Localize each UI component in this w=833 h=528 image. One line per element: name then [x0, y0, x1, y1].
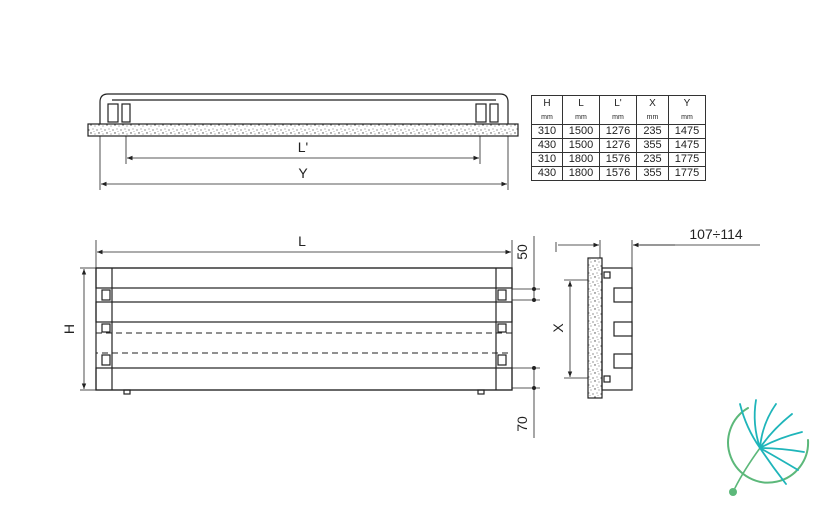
table-cell: 1576 [599, 152, 637, 167]
dim-70-label: 70 [514, 416, 530, 432]
table-cell: 1576 [599, 166, 637, 181]
table-row: 310 1500 1276 235 1475 [531, 124, 706, 139]
table-row: 430 1800 1576 355 1775 [531, 166, 706, 181]
col-lprime-header: L'mm [599, 95, 637, 125]
dim-lprime-label: L' [298, 139, 308, 155]
table-cell: 1775 [668, 152, 706, 167]
front-view [80, 236, 540, 438]
table-cell: 1475 [668, 138, 706, 153]
table-cell: 1475 [668, 124, 706, 139]
radiator-tube-4 [95, 367, 513, 391]
table-cell: 430 [531, 138, 563, 153]
side-wall-section [587, 257, 603, 399]
table-cell: 1800 [562, 166, 600, 181]
table-cell: 1800 [562, 152, 600, 167]
table-cell: 1500 [562, 124, 600, 139]
radiator-tube-hidden [95, 332, 513, 354]
table-cell: 355 [636, 138, 669, 153]
table-cell: 355 [636, 166, 669, 181]
bracket-right [475, 103, 487, 123]
table-cell: 1775 [668, 166, 706, 181]
bracket-left [107, 103, 119, 123]
top-view [87, 93, 519, 190]
table-cell: 1276 [599, 138, 637, 153]
table-cell: 430 [531, 166, 563, 181]
wall-section [87, 123, 519, 137]
table-cell: 310 [531, 152, 563, 167]
table-row: 430 1500 1276 355 1475 [531, 138, 706, 153]
dim-l-label: L [298, 233, 306, 249]
radiator-panel [95, 267, 513, 391]
table-row: 310 1800 1576 235 1775 [531, 152, 706, 167]
radiator-tube-2 [95, 301, 513, 323]
radiator-tube-1 [95, 267, 513, 289]
dim-depth-label: 107÷114 [689, 226, 743, 242]
brand-logo [727, 399, 810, 496]
side-view [555, 240, 760, 399]
dim-50-label: 50 [514, 244, 530, 260]
radiator-outline-top [99, 93, 509, 124]
table-cell: 235 [636, 124, 669, 139]
dim-h-label: H [61, 324, 77, 334]
dim-dots [532, 287, 536, 390]
dim-x-label: X [550, 323, 566, 333]
table-cell: 235 [636, 152, 669, 167]
table-cell: 1500 [562, 138, 600, 153]
table-cell: 310 [531, 124, 563, 139]
table-cell: 1276 [599, 124, 637, 139]
dim-y-label: Y [298, 165, 308, 181]
